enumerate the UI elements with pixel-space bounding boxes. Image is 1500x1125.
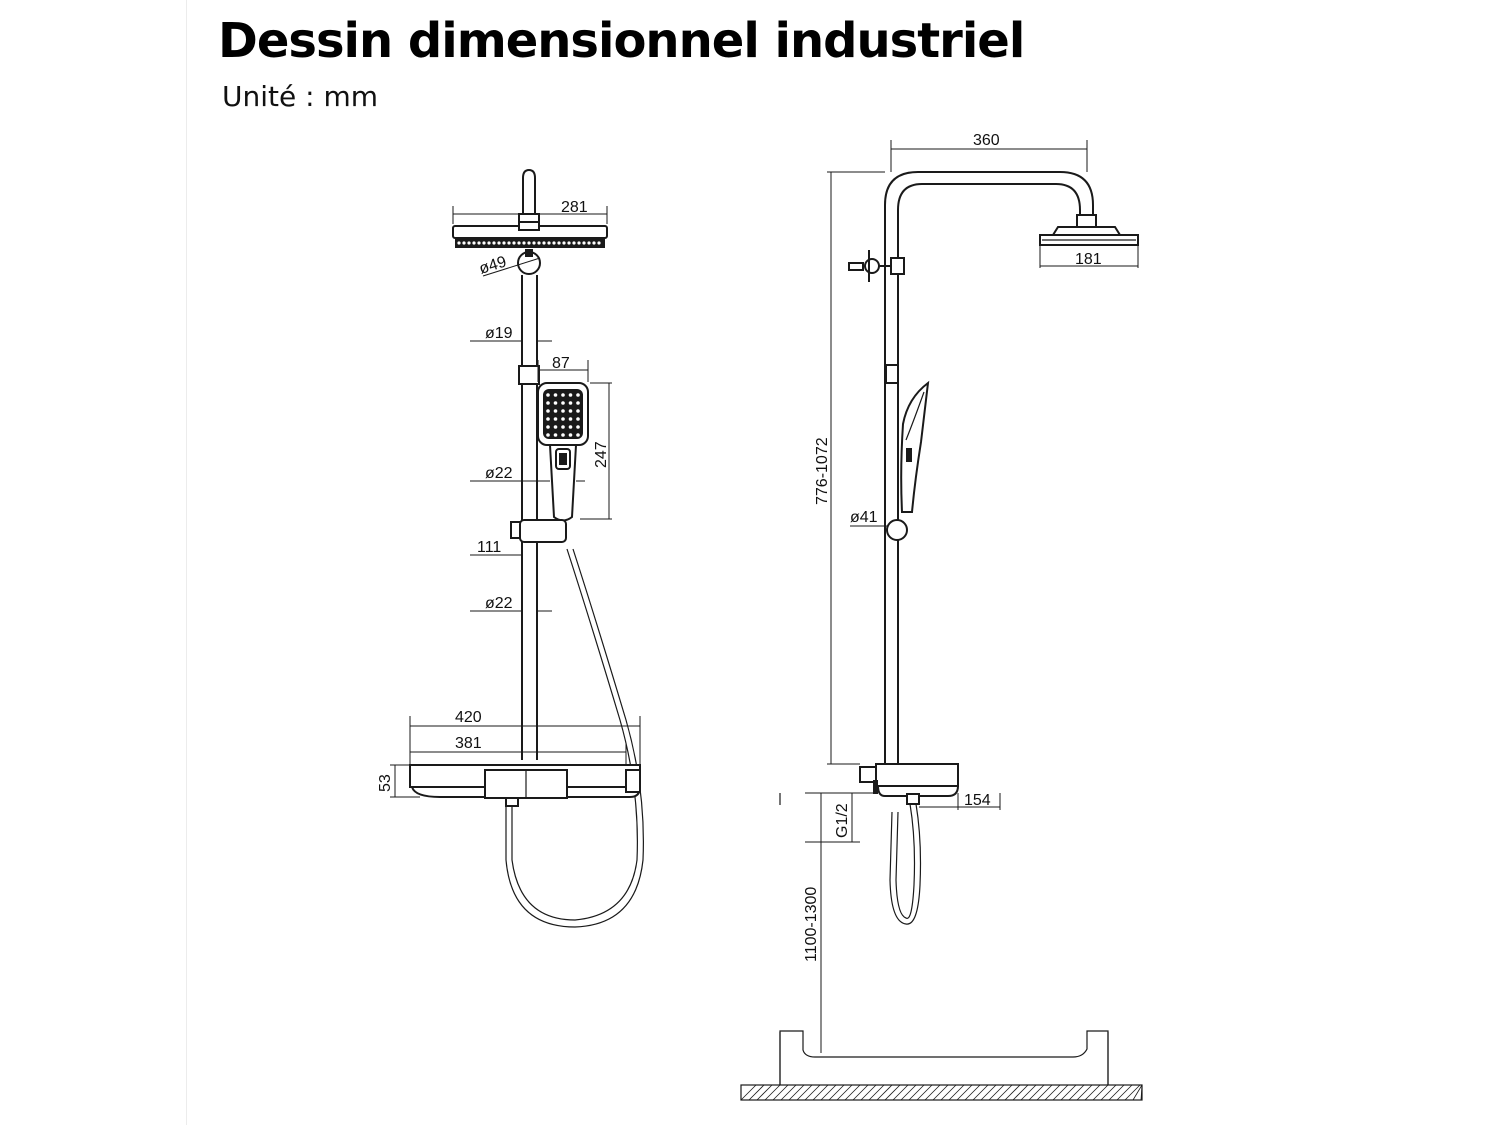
- front-rain-head: [452, 221, 608, 248]
- side-hose-inner: [889, 803, 922, 925]
- dim-shelf-width: 420: [455, 709, 482, 726]
- side-arm-outer: [884, 171, 1094, 780]
- front-connector-nut: [525, 249, 533, 257]
- front-top-stub: [522, 168, 536, 214]
- side-dimensions: [805, 140, 1139, 1053]
- side-wall-bracket: [848, 250, 905, 282]
- dim-hand-shower-height: 247: [593, 441, 610, 468]
- side-hand-shower: [900, 380, 930, 513]
- page-left-rule: [186, 0, 187, 1125]
- dim-slider-diameter: ø41: [850, 509, 878, 526]
- dim-shelf-inner-width: 381: [455, 735, 482, 752]
- front-holder-collar: [518, 365, 540, 385]
- front-shelf: [409, 764, 642, 807]
- dim-rain-head-diameter: 181: [1075, 251, 1102, 268]
- dim-pipe-upper-diameter: ø19: [485, 325, 513, 342]
- front-view: 281 ø49 ø19 87 247 ø22 111 ø22 420 381 5…: [377, 168, 644, 928]
- dim-shelf-height: 53: [377, 774, 394, 792]
- side-view: 360 181 776-1072 ø41 154 G1/2 1100-1300: [740, 132, 1143, 1101]
- side-slider-ball: [886, 519, 908, 541]
- unit-label: Unité : mm: [222, 80, 379, 113]
- dim-connector-diameter: ø49: [477, 253, 508, 277]
- dim-inlet-thread: G1/2: [834, 803, 851, 838]
- dim-column-height: 776-1072: [814, 437, 831, 505]
- dim-hand-shower-width: 87: [552, 355, 570, 372]
- side-hose-outer: [895, 803, 916, 919]
- front-hose-outer: [511, 548, 638, 921]
- dim-slider-offset: 111: [477, 539, 501, 556]
- dim-pipe-lower-diameter: ø22: [485, 595, 513, 612]
- dim-hand-shower-diameter: ø22: [485, 465, 513, 482]
- front-hose-inner: [505, 548, 644, 928]
- side-rain-head: [1039, 226, 1139, 246]
- side-holder-collar: [885, 364, 899, 384]
- dim-shelf-depth: 154: [964, 792, 991, 809]
- dim-arm-length: 360: [973, 132, 1000, 149]
- dim-rain-head-width: 281: [561, 199, 588, 216]
- side-shelf: [859, 763, 960, 805]
- front-dimensions: [390, 206, 641, 798]
- page-title: Dessin dimensionnel industriel: [218, 13, 1025, 69]
- side-arm-joint: [1076, 214, 1097, 228]
- front-slider: [510, 519, 567, 543]
- dim-install-height: 1100-1300: [803, 887, 820, 962]
- front-hand-shower: [537, 382, 589, 522]
- side-bathtub: [779, 793, 1109, 1085]
- side-arm-inner: [897, 183, 1081, 780]
- side-floor: [740, 1084, 1143, 1101]
